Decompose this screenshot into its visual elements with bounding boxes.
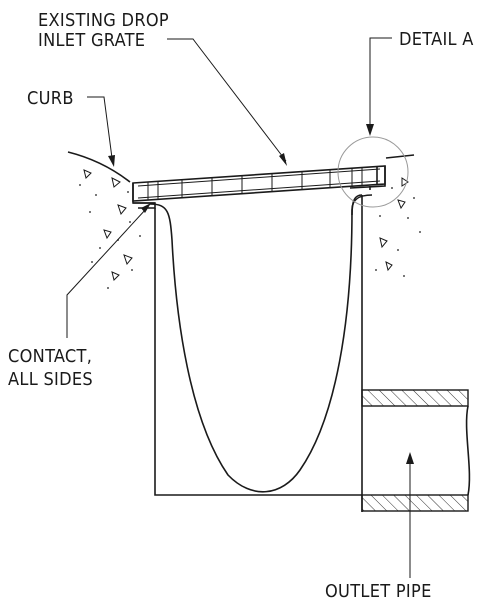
detail-leader: [366, 37, 392, 136]
soil-right: [375, 177, 421, 277]
curb-label: CURB: [27, 88, 74, 109]
right-seat: [349, 166, 386, 190]
inlet-box: [154, 194, 363, 512]
grate-bars: [147, 168, 363, 200]
outlet-leader: [406, 452, 414, 578]
soil-left: [79, 169, 141, 289]
contact-label-line2: ALL SIDES: [8, 369, 93, 390]
filter-bag: [149, 194, 373, 493]
grate-label-line2: INLET GRATE: [38, 30, 145, 51]
curb-leader: [87, 96, 115, 167]
contact-label-line1: CONTACT,: [8, 346, 92, 367]
grate-leader: [167, 38, 287, 166]
grate-label-line1: EXISTING DROP: [38, 10, 169, 31]
outlet-pipe: [361, 389, 471, 512]
outlet-label: OUTLET PIPE: [325, 581, 432, 602]
contact-leader: [66, 203, 151, 338]
ground-surface: [67, 151, 415, 183]
detail-label: DETAIL A: [399, 29, 474, 50]
detail-a-circle: [337, 136, 409, 208]
